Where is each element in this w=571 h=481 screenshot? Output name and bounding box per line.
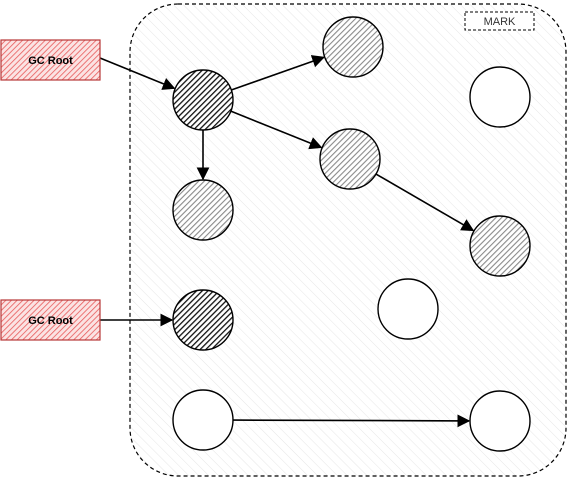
object-node-black <box>172 69 234 131</box>
mark-label: MARK <box>484 16 516 28</box>
nodes-layer <box>172 16 531 452</box>
object-node-white <box>469 66 531 128</box>
object-node-white <box>377 278 439 340</box>
gc-root-box <box>0 299 101 341</box>
reference-arrow <box>231 55 325 91</box>
reference-arrow <box>230 110 323 150</box>
object-node-gray <box>319 128 381 190</box>
object-node-black <box>172 289 234 351</box>
gc-root-label: GC Root <box>28 315 73 327</box>
object-node-white <box>469 390 531 452</box>
object-node-gray <box>322 16 384 78</box>
reference-arrow <box>99 57 176 90</box>
mark-label-box: MARK <box>464 11 535 31</box>
object-node-white <box>172 389 234 451</box>
object-node-gray <box>172 179 234 241</box>
reference-arrow <box>232 414 471 428</box>
gc-root-label: GC Root <box>28 55 73 67</box>
heap-region <box>129 3 567 477</box>
reference-arrow <box>375 173 475 232</box>
gc-root-2: GC Root <box>0 299 101 341</box>
gc-root-1: GC Root <box>0 39 101 81</box>
edges-layer <box>99 55 475 428</box>
object-node-gray <box>469 215 531 277</box>
gc-root-box <box>0 39 101 81</box>
